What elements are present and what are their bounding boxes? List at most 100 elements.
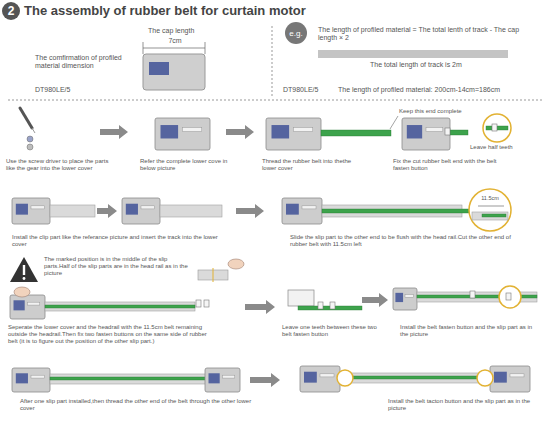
formula-note: The length of profiled material = The to… [318,26,528,43]
cover-body [10,295,45,319]
fasten-button [445,128,450,135]
cover-body [122,198,160,224]
example-badge-text: e.g. [285,29,307,39]
cover-body [300,366,340,392]
step-caption: Use the screw driver to place the parts … [6,158,114,172]
screwdriver-tip [32,128,35,133]
example-badge [285,22,307,44]
rubber-belt [482,214,506,217]
track-profile [472,212,508,220]
cover-window [16,204,28,215]
step-arrow [236,204,264,218]
step-arrow [226,125,254,139]
cover-slot [31,375,44,378]
cover-window [395,293,403,302]
cover-window [16,373,28,383]
lower-cover [266,118,321,150]
cover-window [494,372,507,383]
step-arrow [97,204,117,218]
track-profile [45,302,195,311]
cover-slot [141,206,154,209]
slip-part [288,290,314,306]
lower-cover [155,118,210,150]
gear-part [27,144,33,150]
callout-note: Keep this end complete [399,108,489,115]
model-name: DT980LE/5 [35,86,115,94]
cover-slot [223,375,235,378]
fasten-button [318,302,323,309]
divider-line [272,26,273,96]
lower-cover [12,198,50,224]
step-caption: Refer the complete lower cove in below p… [140,158,235,172]
cover-slot [405,295,413,298]
cover-body [205,368,240,392]
cover-body [266,118,321,150]
step-caption: After one slip part installed,then threa… [20,398,255,412]
cover-body [12,368,50,392]
cover-window [14,300,25,310]
step-caption: Install the belt fasten button and the s… [400,324,535,338]
rubber-belt [45,305,195,308]
rubber-belt [450,130,468,135]
fasten-button [470,291,475,298]
cover-slot [294,128,313,132]
lower-cover [490,366,530,392]
rubber-belt [322,209,472,213]
lower-cover [12,368,50,392]
fasten-button [204,300,209,307]
cover-slot [302,206,316,209]
hand [14,287,30,297]
track-profile [50,205,95,217]
cover-slot [426,128,443,132]
lower-cover [402,118,450,150]
track-profile [340,373,490,383]
lower-cover [205,368,240,392]
track-profile [160,205,222,217]
fasten-button [506,293,511,300]
dimension-line [143,48,205,49]
step-badge [2,2,20,20]
screwdriver [20,108,32,128]
cover-window [407,125,422,138]
motor-cap [143,54,205,90]
step-arrow [362,293,388,307]
step-number: 2 [4,4,18,18]
cover-body [155,118,210,150]
lower-cover [10,295,45,319]
dimension-line [478,206,504,207]
step-caption: Seperate the lower cover and the headrai… [8,324,213,346]
warning-note: The marked position is in the middle of … [44,256,189,278]
warning-mark [23,265,25,275]
lower-cover [282,198,322,224]
lower-cover [122,198,160,224]
rubber-belt [50,377,210,380]
step-caption: Slide the slip part to the other end to … [290,234,525,248]
step-caption: Thread the rubber belt into thethe lower… [262,158,362,172]
cover-body [282,198,322,224]
fasten-button [492,124,497,131]
detail-circle [469,189,511,231]
cover-window [126,204,138,215]
title: The assembly of rubber belt for curtain … [24,3,424,19]
cover-slot [31,206,44,209]
rubber-belt [340,376,490,379]
dimension-tick [143,42,144,54]
cover-body [12,198,50,224]
cover-slot [320,374,334,377]
gear-part [27,136,33,142]
dimension-value: 7cm [160,37,190,45]
step-arrow [245,300,275,314]
result-note: The length of profiled material: 200cm-1… [338,86,538,94]
cover-window [161,125,179,138]
dimension-tick [205,42,206,54]
cover-slot [510,374,524,377]
section-note: The comfirmation of profiled material di… [35,54,135,71]
step-caption: Install the belt tacton button and the s… [388,398,533,412]
warning-triangle [10,257,38,282]
detail-circle [477,370,493,386]
cover-window [272,125,290,138]
step-caption: Leave one teeth between these two belt f… [282,324,377,338]
detail-circle [499,286,521,308]
warning-dot [23,277,26,280]
